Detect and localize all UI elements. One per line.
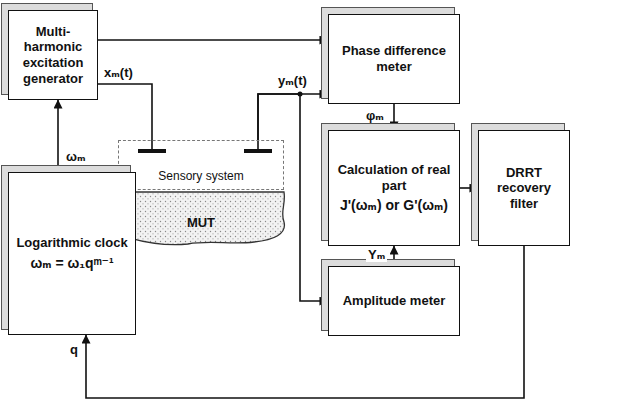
junction-dot: [298, 92, 303, 97]
signal-name: ωₘ: [64, 150, 88, 164]
signal-connector: [393, 246, 395, 266]
node-text: Sensory system: [158, 169, 243, 183]
signal-connector: [98, 39, 328, 41]
clock-box: Logarithmic clock ωₘ = ω₁qᵐ⁻¹: [8, 172, 136, 335]
electrode-lead: [151, 140, 153, 150]
signal-connector: [460, 187, 478, 189]
signal-connector: [57, 100, 59, 172]
material-sample: MUT: [114, 190, 288, 246]
filter-box: DRRT recovery filter: [478, 130, 570, 246]
meter-box: Amplitude meter: [328, 266, 460, 336]
node-text: Phase difference meter: [334, 43, 454, 74]
electrode-plate: [244, 149, 272, 153]
electrode-plate: [138, 149, 166, 153]
signal-connector: [98, 84, 152, 140]
signal-name: xₘ(t): [102, 66, 135, 80]
signal-name: q: [68, 343, 80, 357]
node-formula: ωₘ = ω₁qᵐ⁻¹: [30, 255, 113, 272]
electrode-lead: [257, 140, 259, 150]
calculation-box: Calculation of real partJ'(ωₘ) or G'(ωₘ): [328, 130, 460, 246]
signal-name: yₘ(t): [276, 74, 309, 88]
node-formula: J'(ωₘ) or G'(ωₘ): [340, 197, 448, 214]
meter-box: Phase difference meter: [328, 14, 460, 104]
node-text: Calculation of real part: [334, 162, 454, 193]
signal-name: φₘ: [364, 109, 386, 123]
generator-box: Multi-harmonic excitation generator: [8, 10, 98, 100]
node-text: MUT: [187, 215, 215, 231]
signal-connector: [393, 104, 395, 130]
sensor-region: Sensory system: [118, 140, 284, 190]
signal-connector: [86, 246, 524, 398]
node-text: Logarithmic clock: [16, 235, 127, 251]
node-text: Amplitude meter: [343, 293, 446, 309]
signal-connector: [258, 94, 328, 140]
node-text: Multi-harmonic excitation generator: [14, 24, 92, 86]
signal-name: Yₘ: [366, 248, 387, 262]
node-text: DRRT recovery filter: [484, 165, 564, 212]
